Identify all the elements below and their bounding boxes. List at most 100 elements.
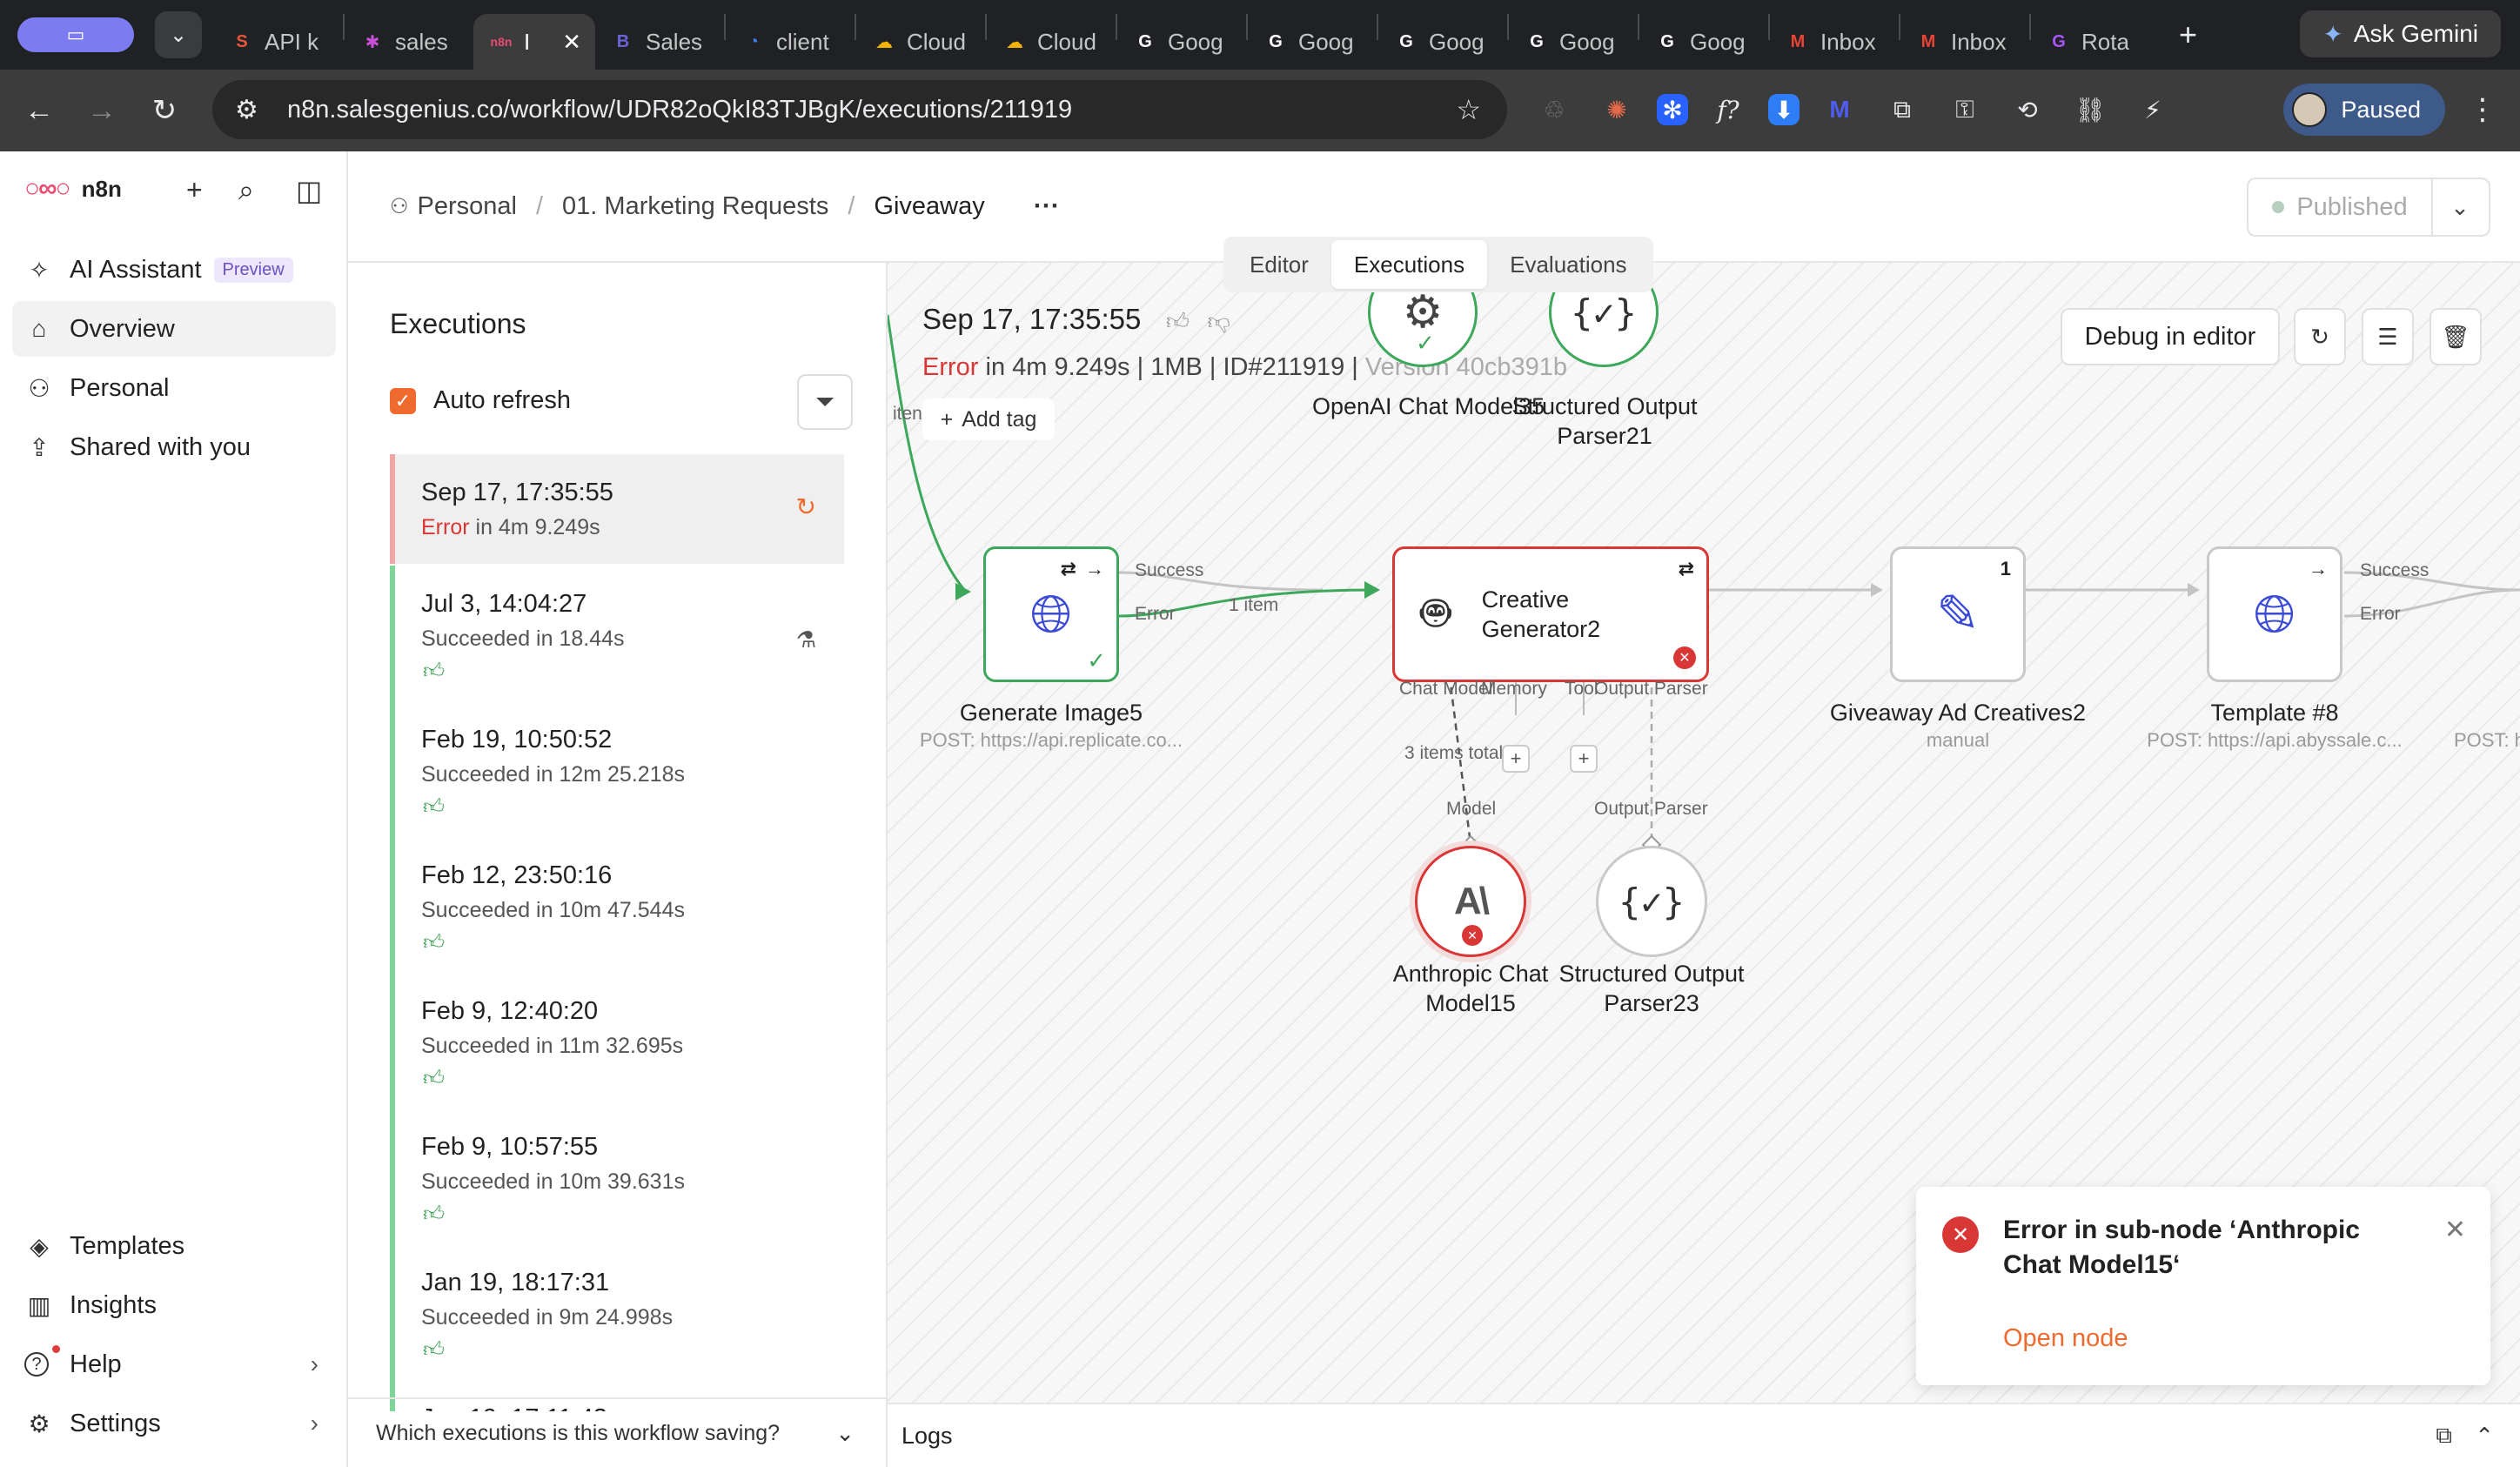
- publish-dropdown-chevron-icon[interactable]: ⌄: [2431, 178, 2490, 237]
- m-extension-icon[interactable]: M: [1829, 96, 1850, 123]
- recycle-extension-icon[interactable]: ♲: [1543, 96, 1565, 124]
- profile-paused-button[interactable]: Paused: [2283, 84, 2445, 136]
- workflow-menu-icon[interactable]: ···: [1033, 191, 1060, 220]
- retry-execution-icon[interactable]: ↻: [2294, 308, 2346, 365]
- tab-favicon-icon: G: [1399, 31, 1413, 51]
- debug-in-editor-button[interactable]: Debug in editor: [2061, 308, 2280, 365]
- history-icon[interactable]: ⟲: [2017, 96, 2038, 124]
- thumbs-up-icon[interactable]: 👍︎: [1165, 308, 1190, 334]
- tab-search-dropdown-icon[interactable]: ⌄: [155, 11, 202, 58]
- bookmark-star-icon[interactable]: ☆: [1456, 94, 1481, 125]
- breadcrumb-folder[interactable]: 01. Marketing Requests: [562, 191, 829, 220]
- new-tab-icon[interactable]: +: [2179, 17, 2198, 52]
- published-button[interactable]: Published: [2247, 178, 2433, 237]
- anthropic-chat-model15-node[interactable]: A\ ✕: [1415, 846, 1526, 957]
- search-icon[interactable]: ⌕: [238, 174, 254, 205]
- delete-execution-icon[interactable]: 🗑︎: [2430, 308, 2482, 365]
- reload-icon[interactable]: ↻: [151, 94, 178, 127]
- workflow-canvas[interactable]: Sep 17, 17:35:55 👍︎ 👎︎ Error in 4m 9.249…: [888, 263, 2520, 1403]
- pop-out-icon[interactable]: ⧉: [2436, 1422, 2452, 1448]
- address-bar[interactable]: ⚙ n8n.salesgenius.co/workflow/UDR82oQkI8…: [212, 80, 1507, 139]
- download-extension-icon[interactable]: ⬇: [1768, 94, 1800, 125]
- logs-bar[interactable]: Logs ⧉ ⌃: [888, 1403, 2520, 1467]
- ask-gemini-button[interactable]: ✦ Ask Gemini: [2300, 10, 2501, 57]
- tab-executions[interactable]: Executions: [1330, 240, 1488, 289]
- one-item-label: 1 item: [1229, 595, 1279, 615]
- tab-group-profile-icon[interactable]: ▭: [17, 17, 134, 52]
- tab-separator: [1638, 14, 1639, 40]
- tab-evaluations[interactable]: Evaluations: [1510, 251, 1627, 278]
- sidebar-item-shared-with-you[interactable]: ⇪Shared with you: [12, 419, 336, 475]
- generate-image5-node[interactable]: 🌐︎ ⇄ → ✓: [983, 546, 1119, 682]
- sidebar-item-help[interactable]: ?Help›: [12, 1336, 336, 1392]
- execution-list-item[interactable]: Jan 19, 17:11:43: [390, 1380, 844, 1411]
- sidebar-item-overview[interactable]: ⌂Overview: [12, 301, 336, 357]
- retry-icon[interactable]: ↻: [795, 493, 816, 520]
- browser-tab[interactable]: ☁Cloud: [856, 14, 985, 70]
- browser-tab[interactable]: ✱sales: [345, 14, 473, 70]
- sidebar-item-settings[interactable]: ⚙Settings›: [12, 1396, 336, 1451]
- auto-refresh-toggle[interactable]: ✓ Auto refresh: [390, 386, 571, 415]
- add-memory-plus-icon[interactable]: +: [1502, 745, 1530, 773]
- template-8-node[interactable]: 🌐︎ →: [2207, 546, 2342, 682]
- browser-tab[interactable]: ☁Cloud: [987, 14, 1116, 70]
- tab-editor[interactable]: Editor: [1250, 251, 1309, 278]
- tab-close-icon[interactable]: ✕: [562, 28, 581, 55]
- site-settings-icon[interactable]: ⚙: [235, 95, 258, 124]
- collapse-sidebar-icon[interactable]: ◫: [296, 175, 323, 206]
- chart-icon: ▥: [27, 1291, 51, 1319]
- annotate-execution-icon[interactable]: ☰: [2362, 308, 2414, 365]
- open-node-link[interactable]: Open node: [2003, 1324, 2128, 1352]
- create-plus-icon[interactable]: +: [186, 174, 203, 205]
- sidebar-item-personal[interactable]: ⚇Personal: [12, 360, 336, 416]
- function-extension-icon[interactable]: f?: [1717, 95, 1739, 124]
- auto-refresh-checkbox[interactable]: ✓: [390, 387, 416, 414]
- breadcrumb-workflow-name[interactable]: Giveaway: [874, 191, 985, 220]
- thumbs-down-icon[interactable]: 👎︎: [1207, 308, 1230, 334]
- giveaway-ad-creatives2-node[interactable]: ✎ 1: [1890, 546, 2026, 682]
- filter-icon[interactable]: ⏷: [797, 374, 853, 430]
- password-key-icon[interactable]: ⚿: [1955, 95, 1974, 123]
- saved-executions-info[interactable]: Which executions is this workflow saving…: [348, 1397, 888, 1467]
- performance-icon[interactable]: ⚡: [2144, 96, 2161, 124]
- url-text[interactable]: n8n.salesgenius.co/workflow/UDR82oQkI83T…: [287, 95, 1073, 124]
- breadcrumb-personal[interactable]: Personal: [417, 191, 517, 220]
- n8n-logo-icon[interactable]: ○∞○: [24, 174, 71, 203]
- chevron-right-icon: ›: [310, 1350, 318, 1377]
- browser-menu-icon[interactable]: ⋮: [2468, 93, 2497, 126]
- claude-extension-icon[interactable]: ✺: [1606, 96, 1627, 124]
- structured-output-parser23-node[interactable]: {✓}: [1596, 846, 1707, 957]
- sidebar-item-templates[interactable]: ◈Templates: [12, 1218, 336, 1274]
- add-tag-button[interactable]: + Add tag: [922, 399, 1055, 440]
- forward-icon[interactable]: →: [87, 93, 117, 127]
- sidebar-item-insights[interactable]: ▥Insights: [12, 1277, 336, 1333]
- puzzle-extension-icon[interactable]: ⧉: [1893, 95, 1911, 123]
- add-tool-plus-icon[interactable]: +: [1570, 745, 1598, 773]
- creative-generator2-node[interactable]: 🤖︎ Creative Generator2 ⇄ ✕: [1392, 546, 1709, 682]
- link-icon[interactable]: ⛓: [2074, 96, 2106, 124]
- chevron-up-icon[interactable]: ⌃: [2475, 1422, 2494, 1449]
- back-icon[interactable]: ←: [24, 93, 54, 127]
- browser-tab[interactable]: ◔client: [726, 14, 855, 70]
- close-icon[interactable]: ✕: [2443, 1216, 2466, 1244]
- blue-gear-extension-icon[interactable]: ✻: [1657, 94, 1688, 125]
